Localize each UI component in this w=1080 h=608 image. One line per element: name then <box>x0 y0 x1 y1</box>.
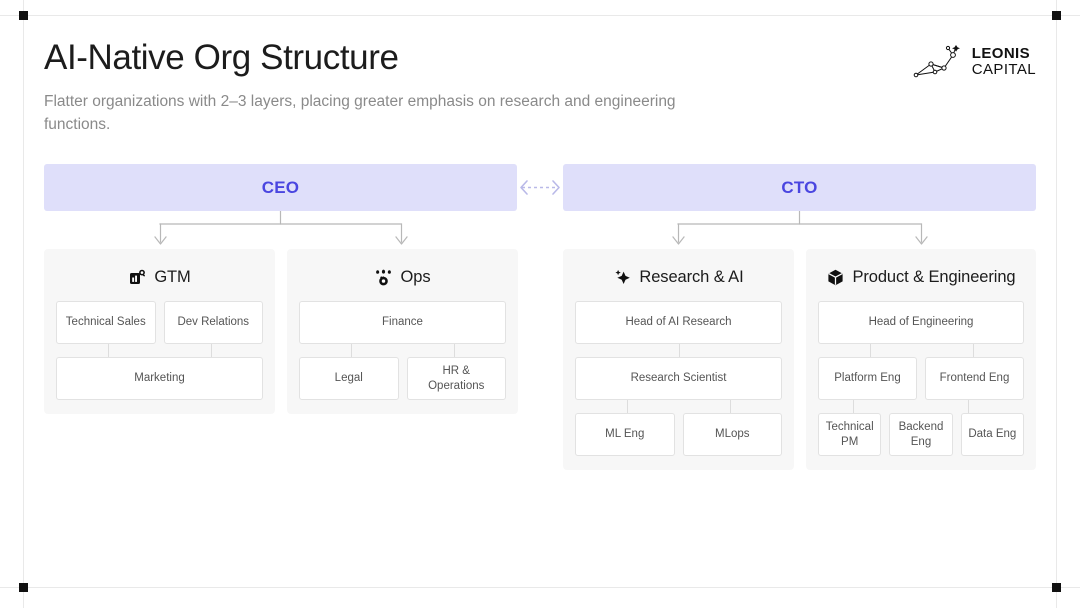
page-subtitle: Flatter organizations with 2–3 layers, p… <box>44 93 676 133</box>
connector-stub <box>730 400 732 413</box>
connector-stub <box>972 344 974 357</box>
column-header-gtm: GTM <box>56 261 263 293</box>
node-row: Marketing <box>56 344 263 400</box>
node-technical-sales[interactable]: Technical Sales <box>56 301 156 344</box>
exec-box-cto[interactable]: CTO <box>563 164 1036 211</box>
node-head-of-ai-research[interactable]: Head of AI Research <box>575 301 782 344</box>
page-title: AI-Native Org Structure <box>44 38 399 77</box>
registration-mark-top-left <box>19 11 28 20</box>
bar-chart-search-icon <box>128 268 146 286</box>
org-column-product-engineering: Product & Engineering Head of Engineerin… <box>806 249 1036 470</box>
registration-mark-bottom-left <box>19 583 28 592</box>
node-research-scientist[interactable]: Research Scientist <box>575 357 782 400</box>
logo-line-2: CAPITAL <box>971 61 1036 78</box>
logo-wordmark: LEONIS CAPITAL <box>972 46 1036 78</box>
node-row: Platform Eng Frontend Eng <box>818 344 1024 400</box>
node-row: Technical PM Backend Eng Data Eng <box>818 400 1024 456</box>
node-dev-relations[interactable]: Dev Relations <box>163 301 263 344</box>
connector-stub <box>211 344 213 357</box>
node-row: Finance <box>299 301 506 344</box>
org-column-research-ai: Research & AI Head of AI Research Resear… <box>563 249 794 470</box>
slide-header: AI-Native Org Structure Flatter organiza… <box>44 38 1036 143</box>
org-column-ops: Ops Finance Legal HR & Operations <box>287 249 518 414</box>
node-legal[interactable]: Legal <box>299 357 399 400</box>
sparkle-icon <box>613 268 631 286</box>
exec-label-cto: CTO <box>781 177 818 197</box>
node-row: ML Eng MLops <box>575 400 782 456</box>
connector-stub <box>107 344 109 357</box>
connector-stub <box>678 344 680 357</box>
node-row: Research Scientist <box>575 344 782 400</box>
bidirectional-dashed-arrow-icon <box>517 164 563 211</box>
column-header-product-engineering: Product & Engineering <box>818 261 1024 293</box>
node-frontend-eng[interactable]: Frontend Eng <box>925 357 1024 400</box>
column-header-research-ai: Research & AI <box>575 261 782 293</box>
crop-guide-left <box>23 0 24 608</box>
column-header-ops: Ops <box>299 261 506 293</box>
executive-row: CEO CTO <box>44 164 1036 211</box>
node-row: Legal HR & Operations <box>299 344 506 400</box>
logo-line-1: LEONIS <box>971 45 1031 63</box>
column-title-gtm: GTM <box>154 267 191 286</box>
registration-mark-top-right <box>1052 11 1061 20</box>
connector-stub <box>454 344 456 357</box>
node-hr-operations[interactable]: HR & Operations <box>406 357 506 400</box>
node-marketing[interactable]: Marketing <box>56 357 263 400</box>
node-head-of-engineering[interactable]: Head of Engineering <box>818 301 1024 344</box>
exec-label-ceo: CEO <box>261 177 300 197</box>
node-platform-eng[interactable]: Platform Eng <box>818 357 917 400</box>
column-title-ops: Ops <box>400 267 431 286</box>
registration-mark-bottom-right <box>1052 583 1061 592</box>
crop-guide-bottom <box>0 587 1080 588</box>
node-ml-eng[interactable]: ML Eng <box>575 413 675 456</box>
node-technical-pm[interactable]: Technical PM <box>818 413 882 456</box>
connector-stub <box>853 400 855 413</box>
constellation-icon <box>911 42 963 82</box>
cube-box-icon <box>826 268 844 286</box>
node-row: Head of Engineering <box>818 301 1024 344</box>
gear-settings-icon <box>375 268 393 286</box>
crop-guide-right <box>1056 0 1057 608</box>
node-data-eng[interactable]: Data Eng <box>960 413 1024 456</box>
connector-stub <box>626 400 628 413</box>
node-row: Head of AI Research <box>575 301 782 344</box>
node-mlops[interactable]: MLops <box>682 413 782 456</box>
node-finance[interactable]: Finance <box>299 301 506 344</box>
column-title-product-engineering: Product & Engineering <box>852 267 1016 286</box>
connector-stub <box>968 400 970 413</box>
connector-stub <box>350 344 352 357</box>
org-connectors <box>44 210 1036 253</box>
crop-guide-top <box>0 15 1080 16</box>
node-backend-eng[interactable]: Backend Eng <box>889 413 953 456</box>
exec-box-ceo[interactable]: CEO <box>44 164 517 211</box>
node-row: Technical Sales Dev Relations <box>56 301 263 344</box>
connector-stub <box>869 344 871 357</box>
org-column-gtm: GTM Technical Sales Dev Relations Market… <box>44 249 275 414</box>
brand-logo: LEONIS CAPITAL <box>911 42 1036 82</box>
column-title-research-ai: Research & AI <box>639 267 744 286</box>
